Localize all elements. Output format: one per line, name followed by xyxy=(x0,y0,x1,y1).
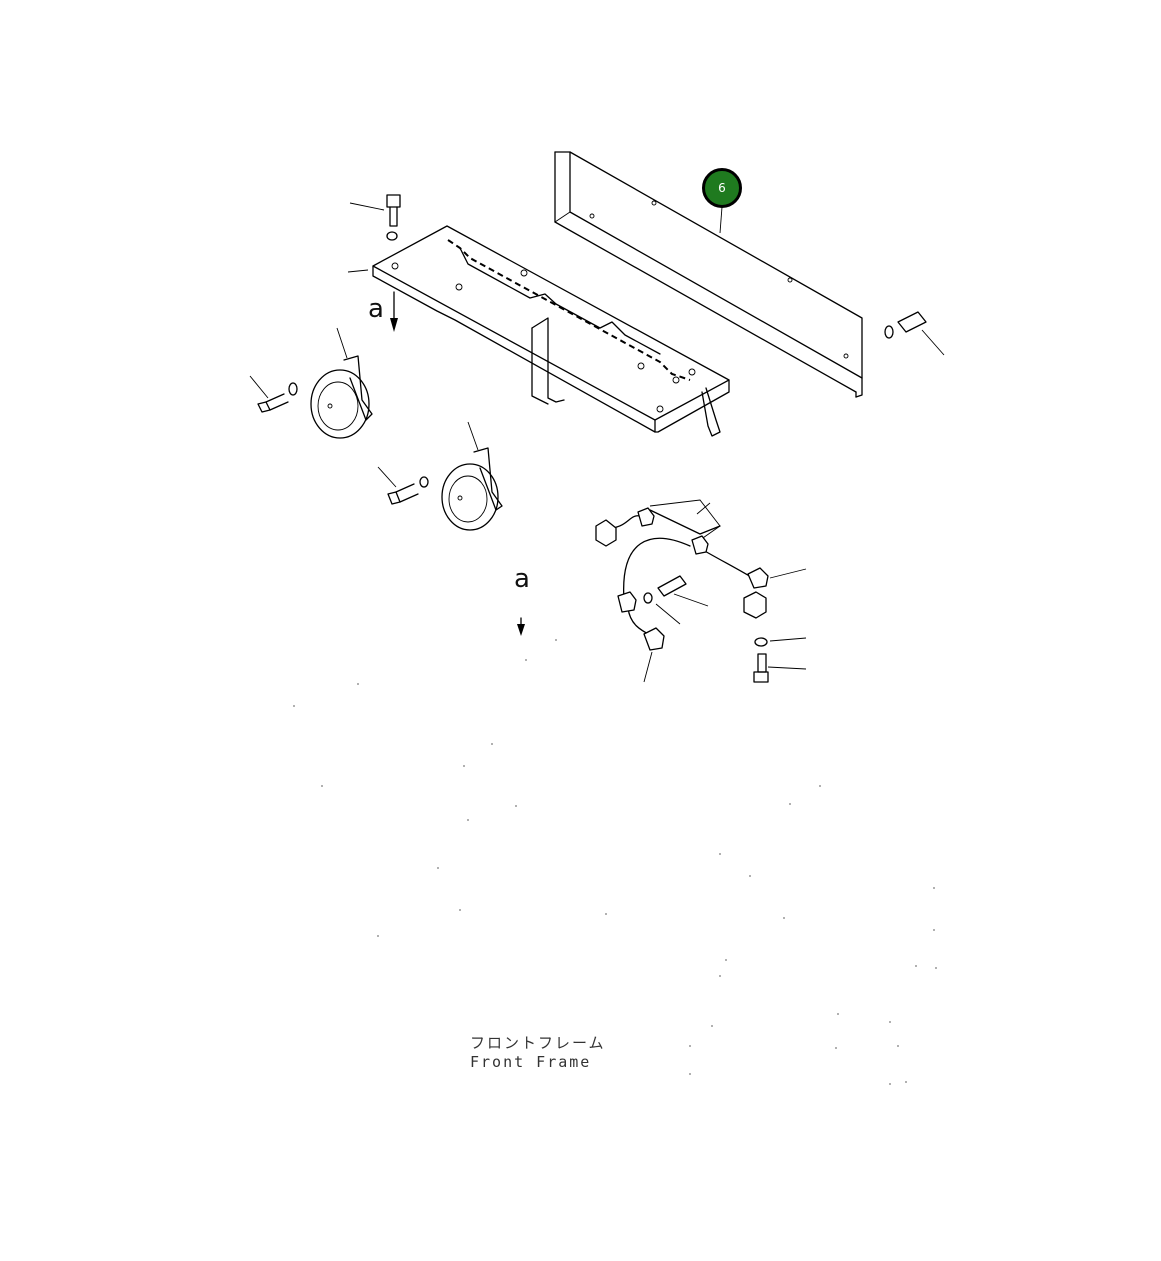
view-arrow-lower xyxy=(517,617,525,636)
view-arrow-upper xyxy=(390,291,398,332)
callout-6-number: 6 xyxy=(718,181,726,195)
leader-line-callout-6 xyxy=(719,206,723,234)
wiring-harness xyxy=(595,499,807,683)
caption-japanese: フロントフレーム xyxy=(470,1034,606,1052)
callout-6[interactable]: 6 xyxy=(702,168,742,208)
cover-plate xyxy=(554,151,863,398)
view-label-lower: a xyxy=(514,564,530,594)
bolt-right xyxy=(884,311,945,356)
mounting-bracket xyxy=(372,225,730,437)
horn-right xyxy=(377,421,503,531)
horn-left xyxy=(249,327,373,439)
leader-line-bracket xyxy=(347,269,369,273)
caption-english: Front Frame xyxy=(470,1053,592,1071)
view-label-upper: a xyxy=(368,294,384,324)
bolt-top xyxy=(349,194,401,241)
background-specks xyxy=(293,639,937,1085)
